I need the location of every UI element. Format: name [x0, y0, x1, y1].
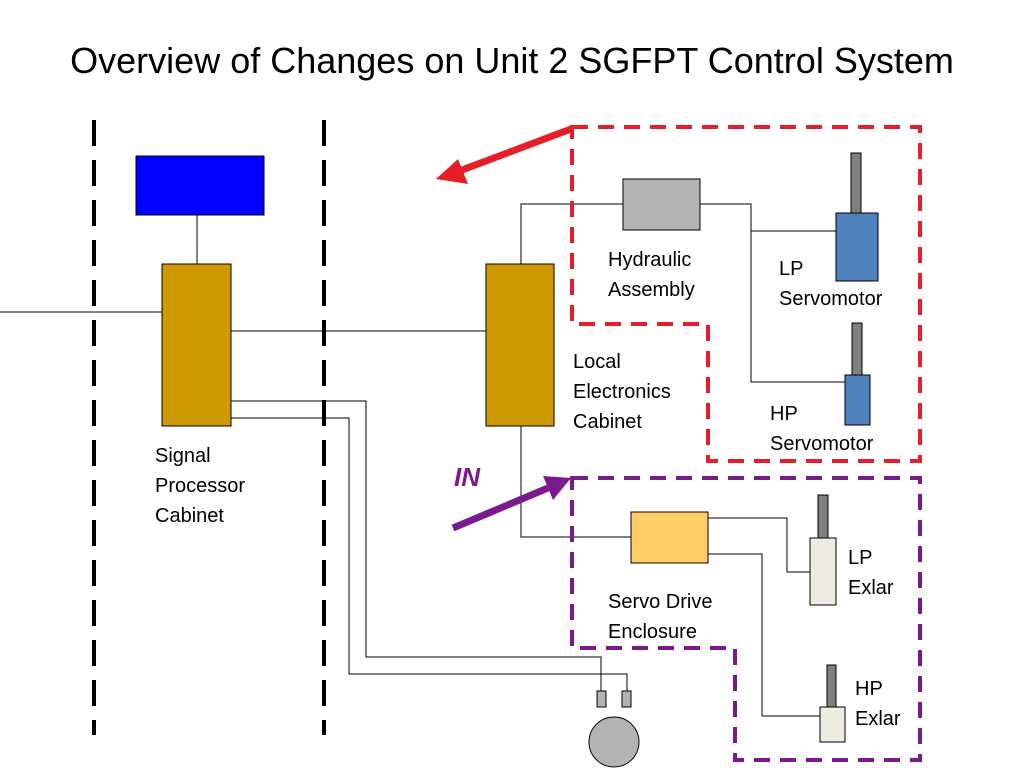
label-servo-drive-enclosure: Servo Drive Enclosure — [608, 591, 713, 643]
motor-terminal-right — [621, 690, 632, 708]
lp-servomotor-body — [835, 212, 879, 282]
page-title: Overview of Changes on Unit 2 SGFPT Cont… — [70, 40, 954, 81]
local-electronics-cabinet — [485, 263, 555, 427]
wiring — [0, 203, 845, 717]
hp-exlar-body — [819, 706, 846, 743]
workstation-box — [135, 155, 265, 216]
in-arrow-head — [543, 476, 571, 500]
servo-drive-enclosure-box — [630, 511, 709, 564]
hp-exlar-rod — [826, 664, 837, 709]
out-arrow-head — [436, 159, 468, 184]
hp-servomotor-rod — [851, 322, 863, 377]
motor-circle — [588, 716, 640, 768]
in-marker-label: IN — [454, 462, 480, 492]
hydraulic-assembly-box — [622, 178, 701, 231]
out-region-boundary — [570, 125, 922, 463]
label-signal-processor-cabinet: Signal Processor Cabinet — [155, 445, 246, 527]
lp-exlar-rod — [817, 494, 829, 540]
lp-servomotor-rod — [850, 152, 862, 215]
motor-terminal-left — [596, 690, 607, 708]
label-lp-servomotor: LP Servomotor — [779, 258, 883, 310]
signal-processor-cabinet — [161, 263, 232, 427]
in-arrow-shaft — [451, 484, 550, 532]
label-hp-servomotor: HP Servomotor — [770, 403, 874, 455]
label-local-electronics-cabinet: Local Electronics Cabinet — [573, 351, 671, 433]
label-hp-exlar: HP Exlar — [855, 678, 901, 730]
label-hydraulic-assembly: Hydraulic Assembly — [608, 249, 695, 301]
out-arrow-shaft — [460, 125, 573, 174]
lp-exlar-body — [809, 537, 837, 606]
hp-servomotor-body — [844, 374, 871, 426]
label-lp-exlar: LP Exlar — [848, 547, 894, 599]
in-region-boundary — [570, 476, 922, 762]
